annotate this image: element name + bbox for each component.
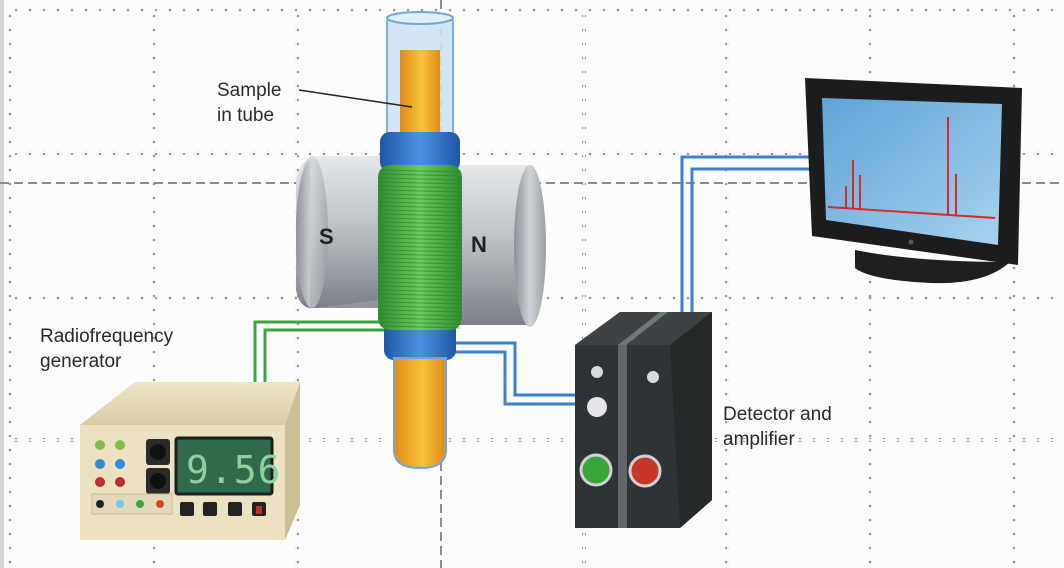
- cables: [253, 155, 810, 406]
- coil-winding: [379, 245, 461, 249]
- red-button: [628, 454, 662, 488]
- coil-winding: [379, 269, 461, 273]
- magnet-north: [450, 165, 546, 327]
- coil-winding: [379, 181, 461, 185]
- coil-winding: [379, 229, 461, 233]
- coil-winding: [379, 325, 461, 329]
- coil-winding: [379, 193, 461, 197]
- coil-winding: [379, 249, 461, 253]
- rf-generator-label-line-2: generator: [40, 351, 122, 372]
- output-cable-2: [690, 167, 810, 312]
- sample-label-line-2: in tube: [217, 105, 275, 126]
- coil-winding: [379, 293, 461, 297]
- coil-winding: [379, 277, 461, 281]
- detector-label: Detector and amplifier: [723, 402, 832, 452]
- coil-winding: [379, 225, 461, 229]
- coil-winding: [379, 301, 461, 305]
- rf-generator-label: Radiofrequency generator: [40, 324, 173, 374]
- coil-winding: [379, 205, 461, 209]
- coil-winding: [379, 177, 461, 181]
- coil-winding: [379, 241, 461, 245]
- magnet-south: [296, 156, 382, 309]
- generator-display: [174, 436, 274, 496]
- coil-winding: [379, 233, 461, 237]
- coil-winding: [379, 257, 461, 261]
- coil-winding: [379, 261, 461, 265]
- coil-winding: [379, 237, 461, 241]
- coil-winding: [379, 189, 461, 193]
- coil-winding: [379, 221, 461, 225]
- coil-winding: [379, 285, 461, 289]
- signal-cable-1: [450, 341, 580, 397]
- coil-winding: [379, 213, 461, 217]
- coil-winding: [379, 265, 461, 269]
- coil-winding: [379, 321, 461, 325]
- coil-winding: [379, 185, 461, 189]
- coil-winding: [379, 309, 461, 313]
- monitor: [805, 78, 1022, 284]
- sample-leader-line: [298, 89, 413, 108]
- coil-winding: [379, 217, 461, 221]
- coil-winding: [379, 209, 461, 213]
- coil-winding: [379, 201, 461, 205]
- detector-label-line-2: amplifier: [723, 429, 795, 450]
- generator-readout: 9.56: [186, 448, 282, 492]
- monitor-screen: [822, 98, 1002, 245]
- magnet-north-label: N: [471, 232, 487, 257]
- coil-winding: [379, 169, 461, 173]
- rf-cable-1: [253, 320, 385, 382]
- output-cable-1: [680, 155, 810, 312]
- coil-winding: [379, 313, 461, 317]
- indicator-blue-2: [115, 459, 125, 469]
- coil-winding: [379, 253, 461, 257]
- coil-winding: [379, 305, 461, 309]
- coil-winding: [379, 273, 461, 277]
- rf-cable-2: [263, 328, 385, 382]
- rf-coil: [378, 165, 462, 330]
- coil-winding: [379, 289, 461, 293]
- green-button: [579, 453, 613, 487]
- rf-generator-label-line-1: Radiofrequency: [40, 326, 174, 347]
- detector-label-line-1: Detector and: [723, 404, 832, 425]
- spectrum: [827, 117, 996, 219]
- indicator-green-1: [95, 440, 105, 450]
- sample-label-line-1: Sample: [217, 80, 282, 101]
- coil-winding: [379, 297, 461, 301]
- detector-amplifier: [575, 312, 712, 528]
- indicator-blue-1: [95, 459, 105, 469]
- magnet-south-label: S: [319, 224, 334, 249]
- coil-winding: [379, 317, 461, 321]
- coil-winding: [379, 197, 461, 201]
- coil-winding: [379, 281, 461, 285]
- indicator-red-2: [115, 477, 125, 487]
- radiofrequency-generator: [80, 382, 300, 540]
- signal-cable-2: [450, 350, 580, 406]
- coil-winding: [379, 173, 461, 177]
- sample-label: Sample in tube: [217, 78, 281, 128]
- indicator-red-1: [95, 477, 105, 487]
- page-edge: [0, 0, 4, 568]
- indicator-green-2: [115, 440, 125, 450]
- sample-tube: [380, 11, 460, 470]
